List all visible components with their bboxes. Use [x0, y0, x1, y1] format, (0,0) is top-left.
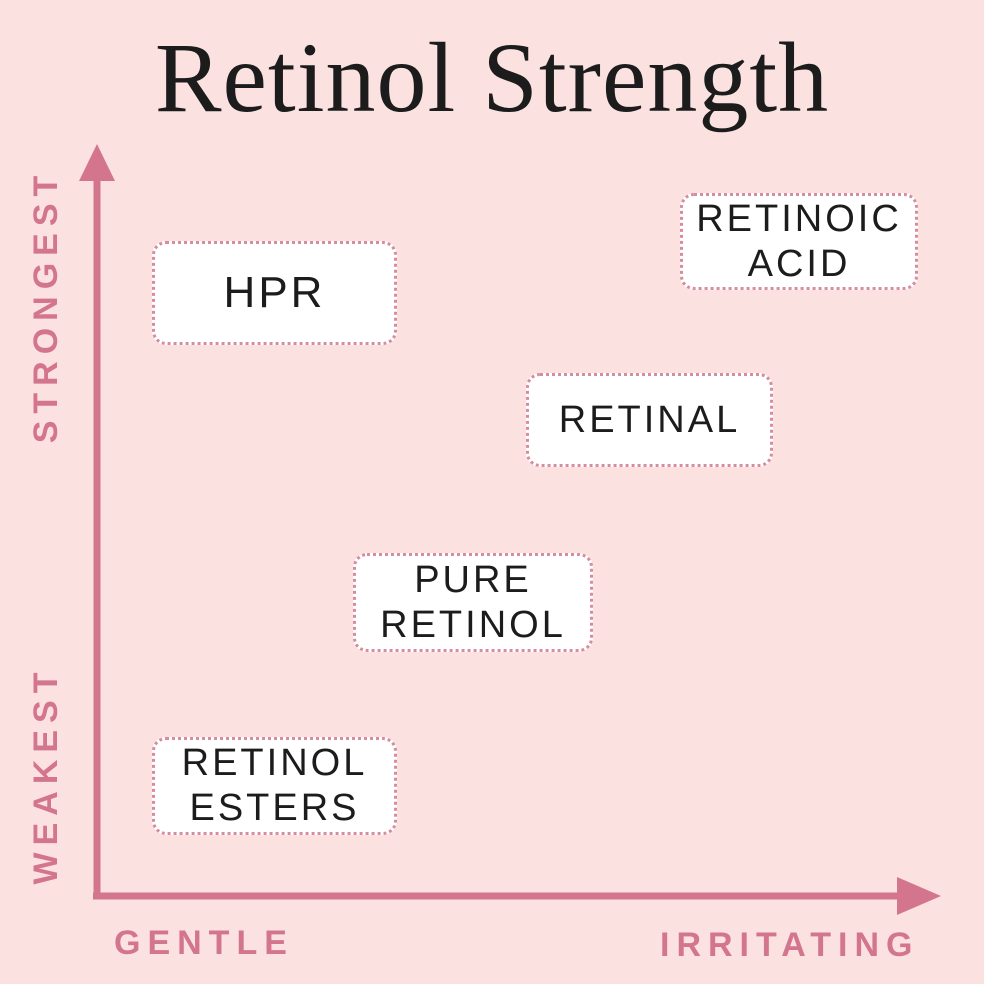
x-axis-arrowhead-icon	[897, 877, 941, 915]
data-point-retinal: RETINAL	[526, 373, 773, 467]
page-title: Retinol Strength	[154, 22, 830, 133]
y-axis-max-label: STRONGEST	[27, 168, 65, 444]
data-point-pure-retinol: PURE RETINOL	[353, 553, 593, 652]
x-axis-min-label: GENTLE	[114, 924, 294, 962]
data-point-label: RETINAL	[558, 398, 741, 441]
data-point-label: PURE RETINOL	[380, 558, 566, 646]
data-point-label: HPR	[223, 268, 326, 318]
y-axis-arrowhead-icon	[79, 144, 115, 181]
data-point-retinol-esters: RETINOL ESTERS	[152, 737, 397, 835]
x-axis-max-label: IRRITATING	[660, 926, 920, 964]
data-point-label: RETINOIC ACID	[696, 197, 902, 285]
data-point-retinoic-acid: RETINOIC ACID	[680, 193, 918, 290]
y-axis-min-label: WEAKEST	[27, 665, 65, 885]
data-point-hpr: HPR	[152, 241, 397, 345]
data-point-label: RETINOL ESTERS	[181, 742, 368, 829]
